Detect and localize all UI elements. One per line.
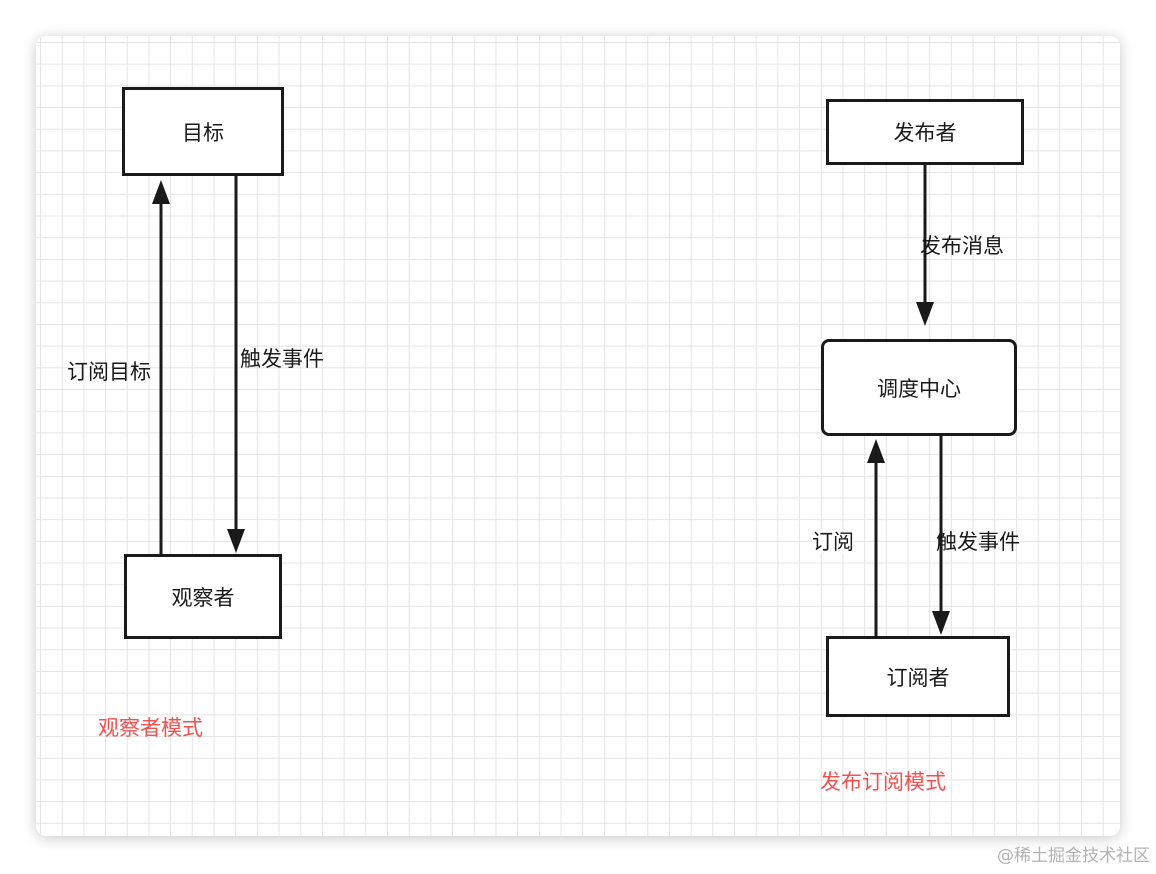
publish-message-label: 发布消息 [920,234,1004,258]
arrowhead-down [916,302,934,326]
watermark: @稀土掘金技术社区 [997,846,1150,866]
observer-node-label: 观察者 [171,585,235,610]
publisher-node: 发布者 [826,99,1024,165]
arrowhead-up [152,180,170,204]
target-node-label: 目标 [182,120,224,145]
pubsub-pattern-caption: 发布订阅模式 [820,770,946,794]
arrowhead-down [932,611,950,635]
subscriber-node: 订阅者 [826,636,1010,717]
subscriber-node-label: 订阅者 [886,665,950,690]
publisher-node-label: 发布者 [893,121,957,145]
subscribe-label: 订阅 [812,530,854,554]
arrowhead-down [227,529,245,553]
dispatch-center-node-label: 调度中心 [877,376,961,401]
observer-node: 观察者 [124,554,282,639]
target-node: 目标 [122,87,284,176]
arrowhead-up [867,439,885,463]
trigger-event-label: 触发事件 [240,347,324,371]
dispatch-center-node: 调度中心 [821,339,1017,436]
observer-pattern-caption: 观察者模式 [98,716,203,740]
subscribe-target-label: 订阅目标 [67,360,151,384]
trigger-event-label: 触发事件 [936,530,1020,554]
